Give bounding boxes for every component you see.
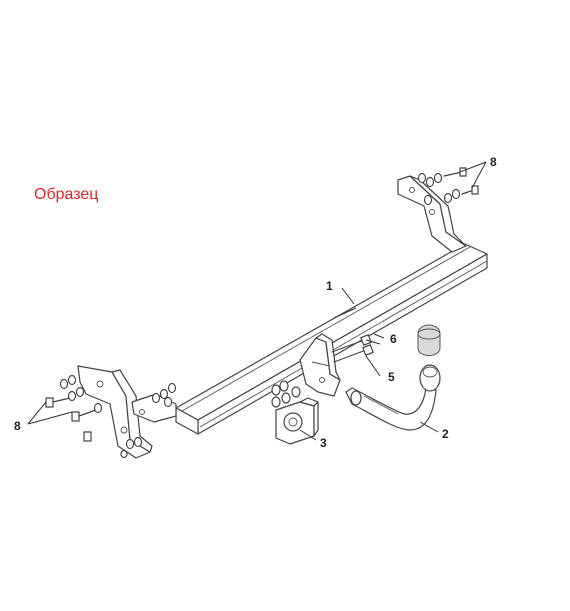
leader-lines <box>27 161 487 441</box>
callout-5: 5 <box>388 370 395 384</box>
ball-cap <box>417 324 441 356</box>
callout-1: 1 <box>326 279 333 293</box>
center-bracket <box>299 333 341 397</box>
callout-8-left: 8 <box>14 419 21 433</box>
callout-8-right: 8 <box>490 155 497 169</box>
cross-bar <box>175 243 488 435</box>
socket-plate <box>275 397 319 445</box>
left-fasteners <box>45 374 177 459</box>
right-fasteners <box>417 167 479 206</box>
right-bracket <box>397 175 467 253</box>
center-bolts <box>331 334 374 363</box>
callout-6: 6 <box>390 332 397 346</box>
callout-3: 3 <box>320 436 327 450</box>
tow-ball-assembly <box>345 364 441 431</box>
callout-2: 2 <box>442 427 449 441</box>
sample-watermark: Образец <box>34 186 99 203</box>
center-washers <box>271 380 301 408</box>
